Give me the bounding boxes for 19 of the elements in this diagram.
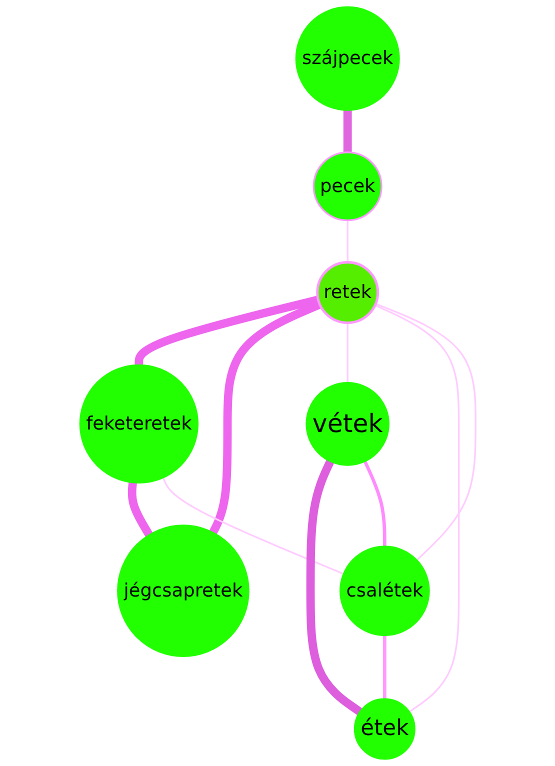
connector xyxy=(343,110,352,154)
connector xyxy=(346,322,348,382)
connector xyxy=(382,636,386,699)
connector xyxy=(128,482,152,537)
node-circle: szájpecek xyxy=(295,6,400,111)
node-circle: étek xyxy=(354,698,416,760)
node-circle: jégcsapretek xyxy=(116,524,250,658)
connector xyxy=(375,302,476,561)
connector xyxy=(134,296,320,366)
connector xyxy=(162,478,344,575)
node-circle: vétek xyxy=(306,382,390,466)
connector xyxy=(306,460,362,716)
node-circle: feketeretek xyxy=(79,364,198,484)
connector xyxy=(363,460,386,546)
connector xyxy=(374,304,460,712)
node-circle: pecek xyxy=(312,152,382,222)
node-circle: csalétek xyxy=(339,546,430,636)
connector xyxy=(346,220,348,262)
node-circle: retek xyxy=(316,261,379,324)
